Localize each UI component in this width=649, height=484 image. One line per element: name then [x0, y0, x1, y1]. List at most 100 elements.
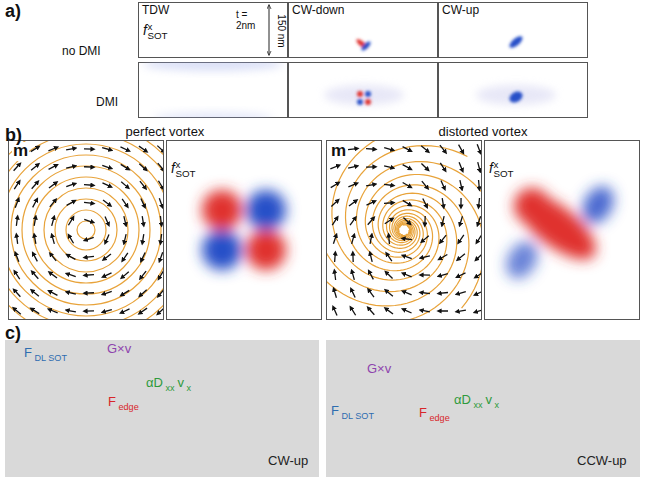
figure-ellipse [576, 181, 620, 230]
figure-line [334, 271, 335, 280]
figure-line [157, 146, 164, 152]
figure-line [84, 219, 93, 222]
figure-line [160, 216, 161, 225]
panel-letter: a) [5, 2, 21, 22]
figure-line [421, 146, 428, 152]
figure-line [32, 309, 40, 314]
figure-line [424, 216, 426, 225]
figure-line [105, 234, 109, 242]
figure-line [14, 290, 20, 297]
figure-line [48, 147, 56, 150]
figure-line [457, 292, 466, 295]
figure-g [357, 89, 525, 105]
figure-line [368, 308, 374, 315]
figure-line [369, 271, 373, 279]
figure-line [331, 200, 338, 206]
figure-line [366, 184, 375, 186]
figure-line [49, 309, 57, 312]
figure-line [348, 166, 357, 168]
figure-line [84, 202, 93, 204]
figure-line [384, 166, 393, 168]
panel-text: DL SOT [33, 353, 68, 363]
figure-line [103, 310, 112, 312]
figure-line [351, 289, 355, 297]
image-panel: TDWt = 2nm150 nmfxSOT [138, 2, 288, 58]
figure-line [403, 165, 411, 169]
figure-line [69, 236, 74, 244]
figure-line [15, 272, 20, 280]
panel-text: CW-up [442, 4, 479, 17]
figure-circle [246, 230, 286, 270]
panel-text: CCW-up [576, 454, 628, 468]
figure-line [460, 198, 461, 207]
panel-text: G×v [106, 342, 132, 356]
figure-line [393, 402, 411, 420]
row2-blobs [143, 62, 556, 118]
figure-line [439, 292, 448, 294]
figure-circle [96, 381, 105, 390]
panel-text: edge [117, 402, 139, 412]
figure-line [99, 385, 101, 412]
figure-line [141, 252, 145, 260]
figure-line [85, 292, 94, 294]
figure-line [124, 216, 126, 225]
figure-circle [407, 398, 416, 407]
row-label: no DMI [62, 45, 101, 58]
panel-text: f [171, 161, 175, 176]
figure-line [33, 253, 37, 261]
figure-line [103, 273, 111, 277]
figure-line [99, 354, 101, 385]
figure-circle [55, 199, 117, 261]
figure-line [421, 292, 430, 293]
figure-line [388, 235, 390, 244]
figure-line [67, 274, 76, 277]
figure-line [478, 180, 480, 189]
figure-ellipse [360, 40, 372, 52]
figure-line [422, 236, 429, 242]
figure-line [16, 253, 19, 261]
panel-text: SOT [175, 169, 195, 180]
panel-text: DL SOT [340, 411, 375, 421]
figure-line [460, 216, 463, 225]
figure-rect [289, 63, 438, 118]
figure-line [142, 216, 143, 225]
figure-circle [33, 177, 139, 283]
figure-circle [365, 99, 371, 105]
panel-text: F [418, 406, 428, 420]
figure-line [384, 148, 393, 150]
figure-line [403, 309, 411, 313]
figure-line [32, 290, 39, 296]
figure-circle [202, 190, 242, 230]
figure-circle [357, 91, 363, 97]
figure-line [370, 253, 372, 262]
figure-line [330, 166, 338, 169]
figure-line [458, 254, 465, 260]
figure-line [141, 271, 147, 278]
panel-text: m [330, 142, 347, 161]
figure-line [50, 273, 57, 278]
figure-line [366, 148, 375, 150]
figure-rect [439, 63, 588, 118]
figure-line [352, 235, 354, 244]
figure-line [334, 253, 336, 262]
figure-line [84, 166, 93, 168]
figure-line [67, 310, 76, 312]
row-label: distorted vortex [439, 125, 528, 139]
figure-line [478, 162, 480, 171]
figure-g [83, 354, 448, 420]
figure-circle [365, 91, 371, 97]
figure-line [121, 164, 129, 169]
row-label: perfect vortex [126, 125, 205, 139]
figure-line [33, 199, 37, 207]
figure-path [365, 175, 482, 309]
panel-text: edge [428, 413, 450, 423]
figure-line [50, 254, 56, 261]
figure-line [139, 164, 146, 170]
figure-line [85, 310, 94, 312]
figure-line [159, 198, 162, 206]
figure-line [459, 162, 462, 170]
panel-text: F [23, 346, 33, 360]
figure-line [160, 252, 163, 260]
figure-g [500, 181, 620, 285]
figure-circle [66, 210, 106, 250]
